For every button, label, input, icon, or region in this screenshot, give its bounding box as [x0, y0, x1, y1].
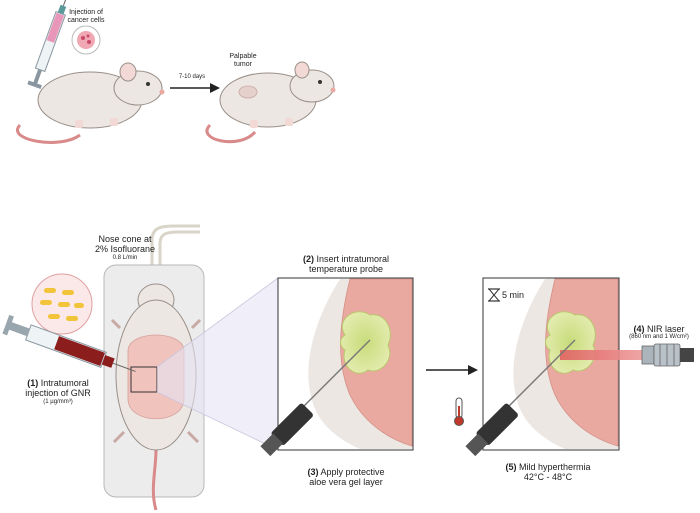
step2-label: (2) Insert intratumoral temperature prob… [302, 254, 390, 275]
cancer-cell-icon [71, 25, 101, 55]
step4-label: (4) NIR laser (860 nm and 1 W/cm²) [629, 324, 689, 341]
mouse-icon [16, 62, 165, 144]
tissue-cross-section [513, 278, 619, 449]
zoom-lines [156, 277, 279, 451]
mouse-icon [205, 61, 336, 144]
step1-label: (1) Intratumoral injection of GNR (1 µg/… [25, 378, 91, 405]
nir-laser-icon [641, 343, 694, 367]
arrow-icon [426, 365, 478, 375]
timer-label: 5 min [502, 290, 525, 300]
temperature-probe-icon [260, 339, 371, 457]
step3-label: (3) Apply protective aloe vera gel layer [307, 467, 385, 488]
syringe-icon [27, 0, 72, 90]
days-label: 7-10 days [178, 74, 206, 80]
arrow-icon [170, 83, 220, 93]
temperature-probe-icon [465, 339, 576, 457]
syringe-icon [2, 314, 136, 372]
hourglass-icon [487, 288, 501, 302]
thermometer-icon [454, 397, 464, 426]
gold-nanorod-icon [31, 273, 93, 335]
step5-label: (5) Mild hyperthermia 42°C - 48°C [505, 462, 591, 483]
laser-beam [560, 350, 678, 360]
